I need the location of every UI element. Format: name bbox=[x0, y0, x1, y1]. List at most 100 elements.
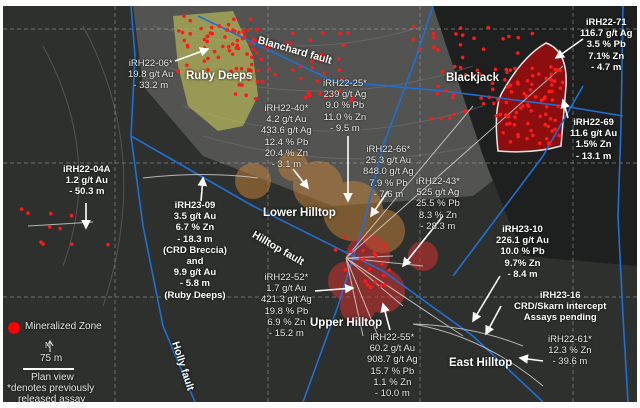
sample-dot bbox=[458, 26, 463, 30]
sample-dot bbox=[205, 39, 209, 44]
sample-dot bbox=[289, 42, 293, 46]
north-label: N bbox=[45, 341, 51, 350]
sample-dot bbox=[432, 35, 436, 40]
sample-dot bbox=[543, 95, 547, 99]
sample-dot bbox=[550, 129, 554, 133]
sample-dot bbox=[177, 29, 181, 33]
sample-dot bbox=[494, 113, 498, 118]
sample-dot bbox=[543, 122, 547, 127]
sample-dot bbox=[343, 267, 348, 272]
sample-dot bbox=[185, 63, 189, 67]
sample-dot bbox=[226, 45, 231, 49]
sample-dot bbox=[245, 52, 249, 56]
sample-dot bbox=[460, 55, 465, 60]
sample-dot bbox=[553, 67, 557, 72]
sample-dot bbox=[529, 128, 533, 133]
zone-ruby-deeps: Ruby Deeps bbox=[186, 70, 253, 82]
sample-dot bbox=[529, 108, 533, 113]
sample-dot bbox=[460, 33, 465, 37]
sample-dot bbox=[516, 82, 520, 86]
sample-dot bbox=[227, 48, 232, 53]
sample-dot bbox=[69, 213, 74, 218]
sample-dot bbox=[187, 69, 191, 74]
sample-dot bbox=[241, 29, 245, 34]
sample-dot bbox=[229, 69, 233, 74]
drill-traces bbox=[27, 65, 564, 387]
sample-dot bbox=[472, 36, 476, 41]
sample-dot bbox=[530, 31, 535, 36]
sample-dot bbox=[475, 68, 480, 73]
sample-dot bbox=[481, 47, 486, 51]
sample-dot bbox=[539, 98, 544, 103]
zone-blackjack: Blackjack bbox=[446, 72, 500, 84]
sample-dot bbox=[486, 25, 490, 30]
sample-dot bbox=[368, 267, 372, 271]
sample-dot bbox=[505, 70, 509, 75]
sample-dot bbox=[185, 43, 190, 48]
sample-dot bbox=[448, 116, 452, 120]
sample-dot bbox=[254, 38, 258, 43]
sample-dot bbox=[508, 83, 513, 87]
sample-dot bbox=[378, 283, 383, 288]
sample-dot bbox=[358, 257, 363, 261]
sample-dot bbox=[411, 24, 416, 29]
sample-dot bbox=[365, 282, 370, 287]
sample-dot bbox=[310, 65, 315, 70]
sample-dot bbox=[508, 121, 512, 126]
sample-dot bbox=[240, 36, 245, 41]
sample-dot bbox=[260, 80, 265, 84]
sample-dot bbox=[553, 127, 557, 132]
sample-dot bbox=[493, 67, 498, 72]
sample-dot bbox=[58, 226, 62, 231]
sample-dot bbox=[450, 95, 455, 100]
sample-dot bbox=[549, 65, 553, 69]
sample-dot bbox=[106, 242, 110, 247]
sample-dot bbox=[549, 83, 554, 87]
sample-dot bbox=[498, 112, 503, 117]
sample-dot bbox=[525, 102, 530, 107]
sample-dot bbox=[503, 113, 508, 117]
sample-dot bbox=[318, 92, 322, 96]
sample-dot bbox=[337, 57, 341, 61]
sample-dot bbox=[202, 59, 207, 63]
sample-dot bbox=[504, 67, 509, 72]
footnote-line2: released assay bbox=[18, 394, 86, 402]
sample-dot bbox=[308, 38, 313, 43]
sample-dot bbox=[47, 225, 52, 229]
sample-dot bbox=[507, 34, 511, 39]
sample-dot bbox=[550, 89, 554, 94]
legend-mineralized-zone: Mineralized Zone bbox=[25, 321, 102, 332]
sample-dot bbox=[538, 114, 543, 119]
map-graphics bbox=[3, 6, 637, 402]
sample-dot bbox=[199, 26, 203, 31]
blanchard-fault-line bbox=[197, 15, 624, 117]
sample-dot bbox=[530, 66, 535, 71]
sample-dot bbox=[458, 42, 463, 47]
sample-dot bbox=[233, 92, 238, 96]
sample-dot bbox=[458, 65, 463, 70]
sample-dot bbox=[560, 80, 565, 85]
sample-dot bbox=[19, 207, 24, 211]
sample-dot bbox=[209, 25, 214, 30]
sample-dot bbox=[470, 73, 475, 78]
sample-dot bbox=[349, 98, 354, 103]
sample-dot bbox=[244, 93, 249, 98]
sample-dot bbox=[318, 58, 322, 63]
sample-dot bbox=[273, 72, 277, 77]
sample-dot bbox=[208, 31, 213, 35]
sample-dot bbox=[307, 93, 312, 98]
sample-dot bbox=[48, 211, 53, 216]
sample-dot bbox=[492, 101, 496, 106]
sample-dot bbox=[248, 41, 253, 46]
sample-dot bbox=[263, 44, 267, 49]
sample-dot bbox=[505, 122, 509, 126]
sample-dot bbox=[543, 112, 548, 117]
sample-dot bbox=[251, 47, 255, 52]
sample-dot bbox=[436, 48, 440, 52]
sample-dot bbox=[338, 31, 342, 36]
sample-dot bbox=[506, 114, 511, 119]
sample-dot bbox=[381, 273, 386, 278]
